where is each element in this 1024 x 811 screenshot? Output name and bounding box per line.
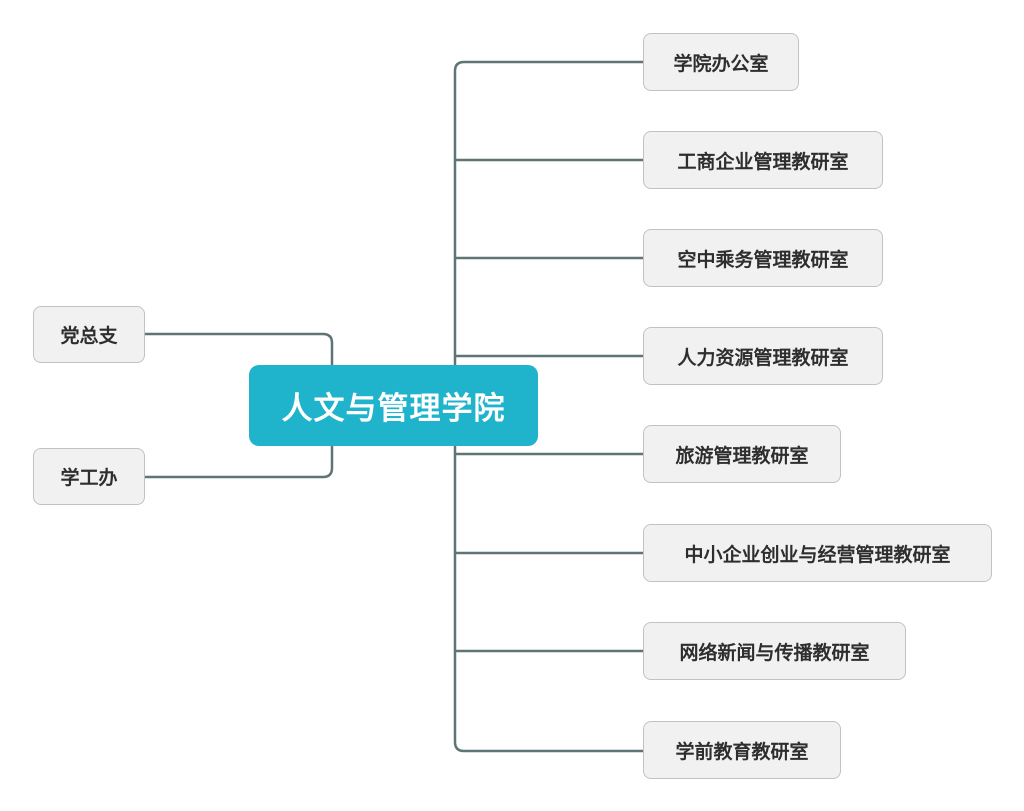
left-node-party-branch[interactable]: 党总支 [33,306,145,363]
root-node[interactable]: 人文与管理学院 [249,365,538,446]
right-node-2[interactable]: 工商企业管理教研室 [643,131,883,189]
right-node-4[interactable]: 人力资源管理教研室 [643,327,883,385]
right-node-1[interactable]: 学院办公室 [643,33,799,91]
left-branch-line-2 [144,446,334,479]
right-node-6[interactable]: 中小企业创业与经营管理教研室 [643,524,992,582]
left-node-student-affairs[interactable]: 学工办 [33,448,145,505]
right-node-5[interactable]: 旅游管理教研室 [643,425,841,483]
left-branch-line-1 [144,332,334,366]
right-node-8[interactable]: 学前教育教研室 [643,721,841,779]
right-node-3[interactable]: 空中乘务管理教研室 [643,229,883,287]
right-node-7[interactable]: 网络新闻与传播教研室 [643,622,906,680]
